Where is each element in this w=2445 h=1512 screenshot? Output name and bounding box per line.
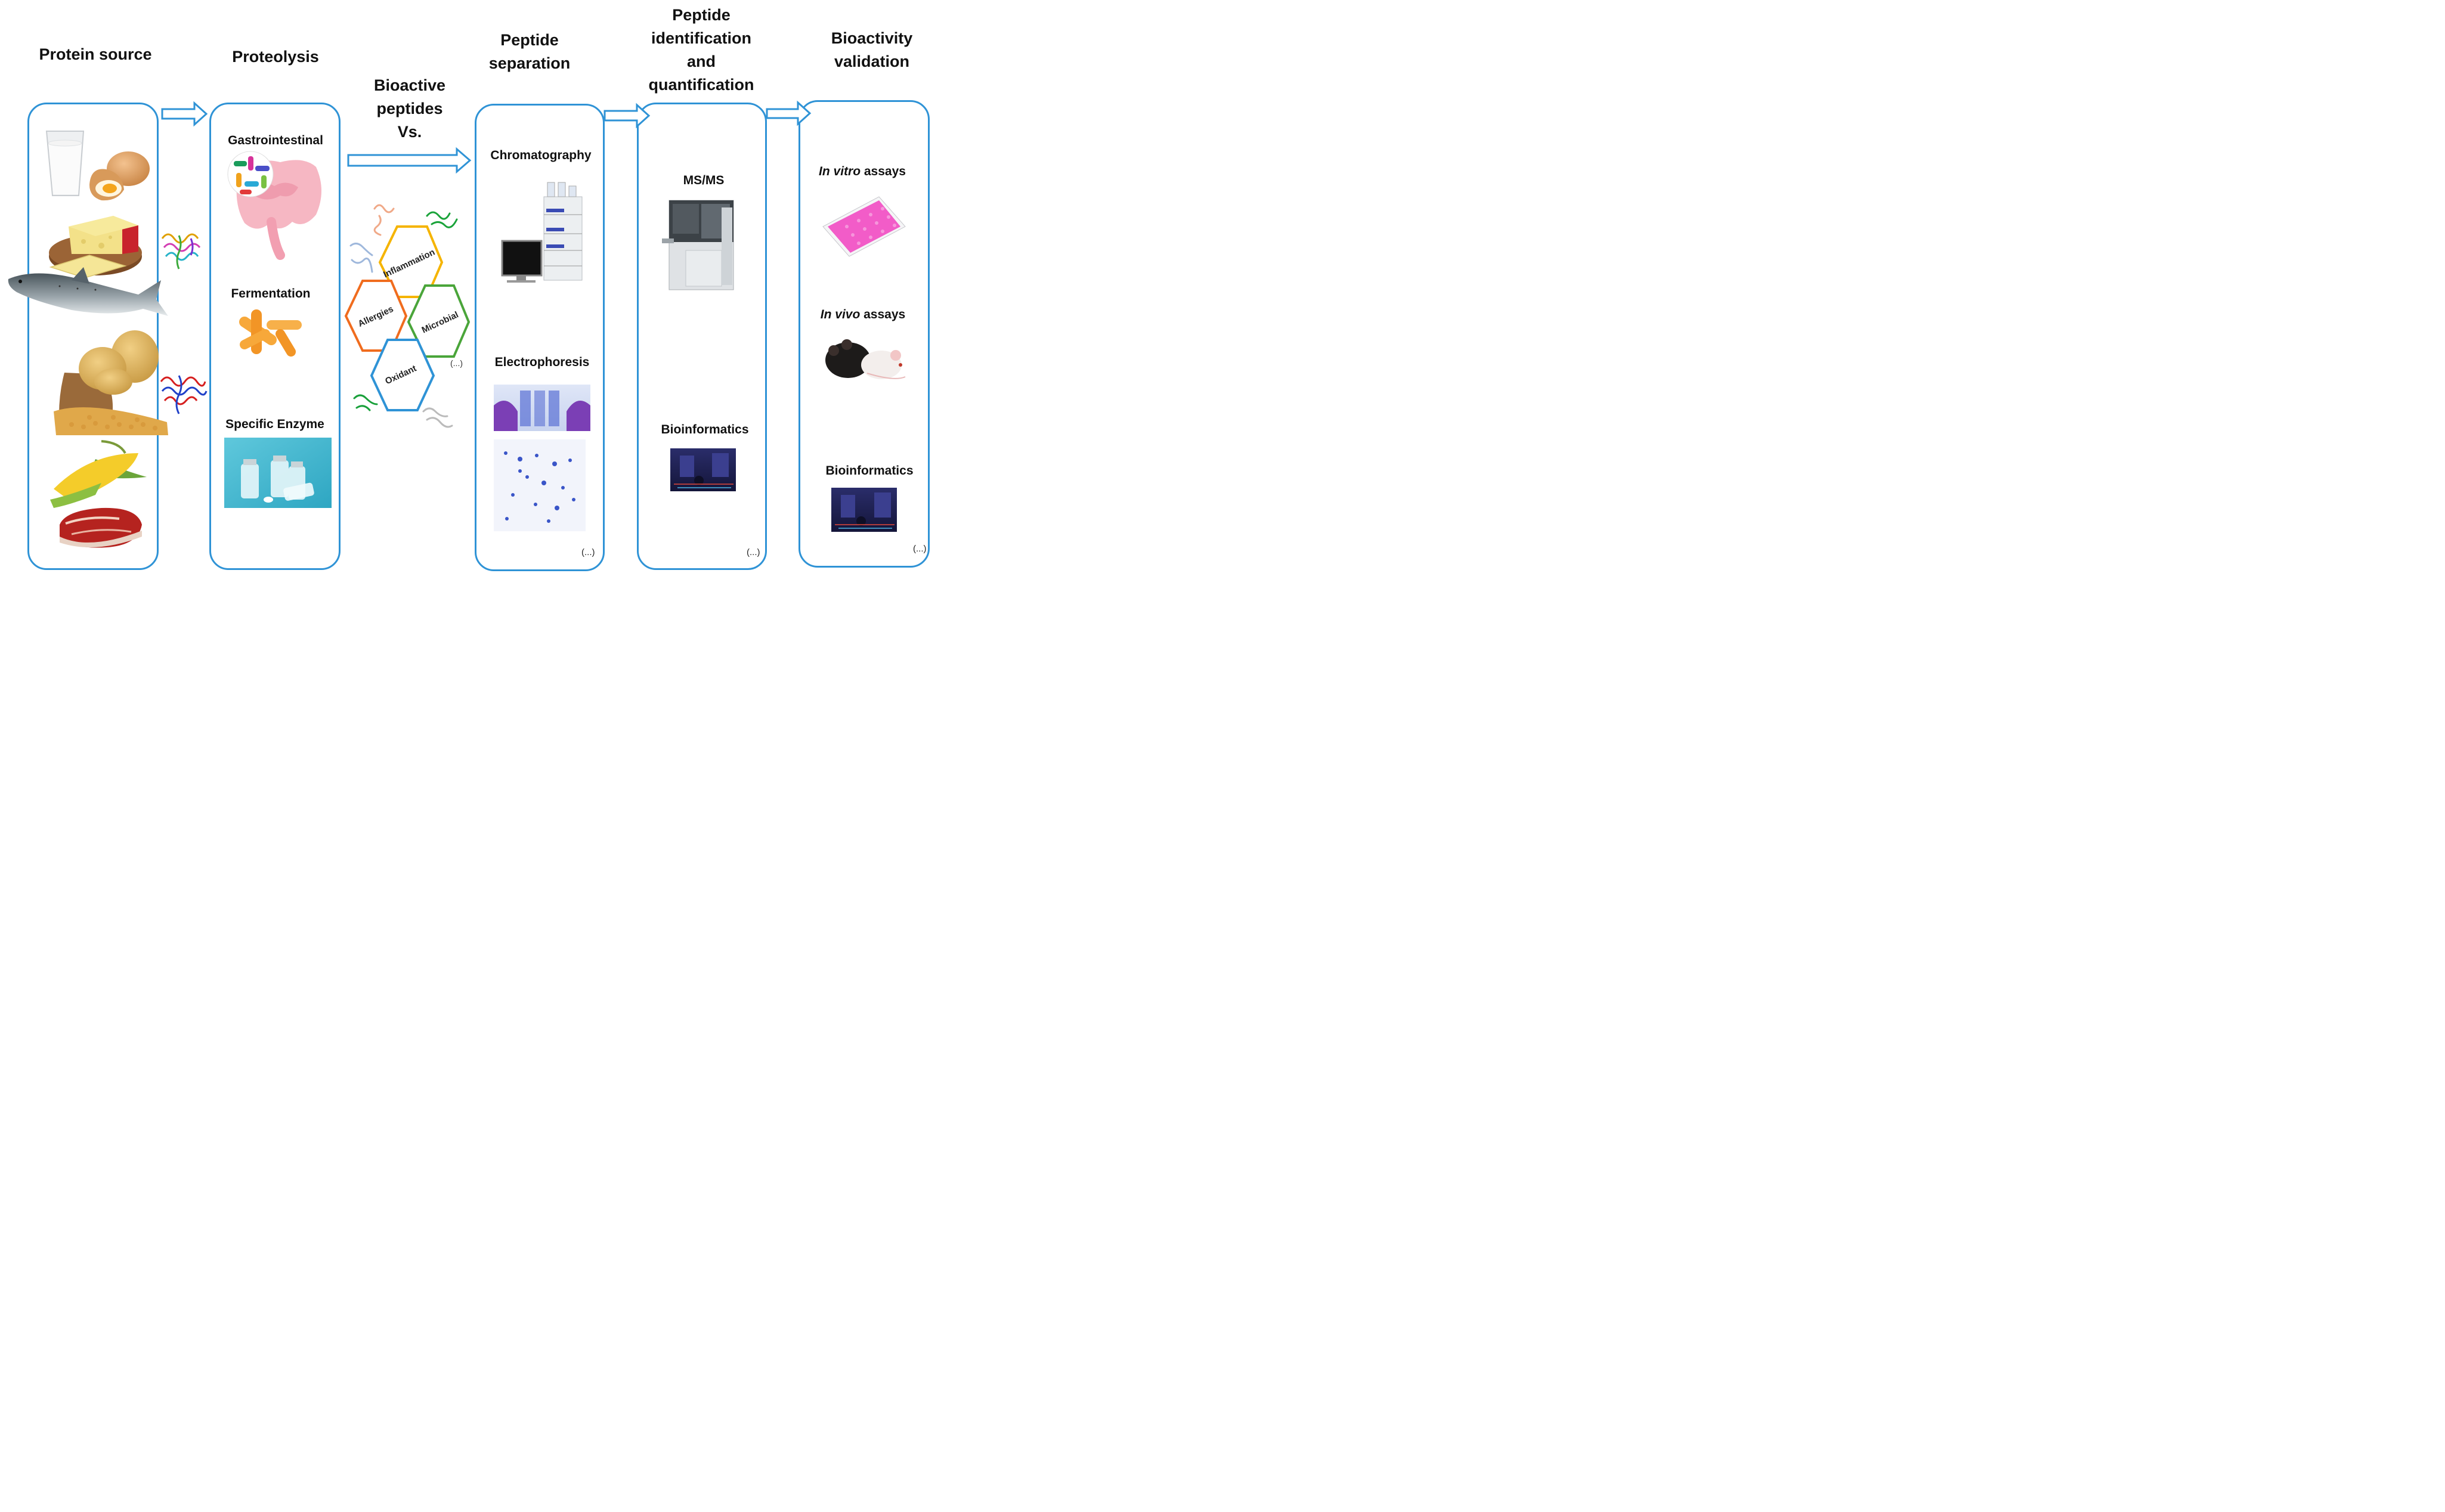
ellipsis-separation: (...) [581,547,595,557]
label-specific-enzyme: Specific Enzyme [225,417,324,431]
diagram-graphics: Inflammation Allergies Microbial Oxidant… [8,100,906,548]
bioinformatics-icon [831,488,897,532]
label-msms: MS/MS [683,173,725,187]
label-gastrointestinal: Gastrointestinal [228,134,323,147]
hexagon-inflammation: Inflammation [378,225,444,298]
hexagon-allergies: Allergies [344,280,408,352]
panel-peptide-identification [637,103,767,570]
vials-icon [224,438,332,508]
hexagon-oxidant: Oxidant [370,339,435,411]
protein-structure-icon [160,375,208,414]
bacteria-icon [227,151,274,197]
workflow-diagram: Protein source Proteolysis Bioactive pep… [0,0,935,578]
cheese-icon [49,216,142,278]
label-chromatography: Chromatography [490,148,592,162]
gel-icon [494,385,590,431]
label-in-vivo-assays: In vivo assays [820,308,906,321]
label-fermentation: Fermentation [231,287,311,300]
mass-spectrometer-icon [662,200,734,290]
hexagon-microbial: Microbial [407,284,471,358]
label-in-vitro-assays: In vitro assays [819,165,906,178]
milk-glass-icon [45,131,85,196]
heading-bioactivity-validation: Bioactivity validation [831,29,913,70]
well-plate-icon [822,196,906,257]
label-electrophoresis: Electrophoresis [494,355,590,369]
steak-icon [60,507,142,548]
egg-icon [89,151,150,201]
heading-bioactive-peptides: Bioactive peptides Vs. [373,76,446,141]
heading-peptide-identification: Peptide identification and quantificatio… [648,6,754,94]
label-bioinformatics-id: Bioinformatics [661,423,749,436]
fermentation-bacteria-icon [239,309,302,357]
arrow-source-to-proteolysis [161,101,208,127]
protein-structure-icon [161,233,201,269]
peptide-ribbon-icon [349,204,458,428]
ellipsis-identification: (...) [747,547,760,557]
2d-gel-icon [494,439,586,531]
ellipsis-validation: (...) [913,544,927,554]
ellipsis-bioactive: (...) [450,358,463,368]
heading-peptide-separation: Peptide separation [488,31,571,72]
arrow-proteolysis-to-separation [347,147,472,174]
potato-icon [79,330,159,395]
arrow-identification-to-validation [766,100,812,126]
corn-icon [50,440,147,508]
salmon-icon [8,267,169,316]
heading-proteolysis: Proteolysis [232,48,319,66]
bioinformatics-icon [670,448,736,491]
hplc-icon [501,182,583,283]
arrow-separation-to-identification [603,103,651,129]
label-bioinformatics-validation: Bioinformatics [825,464,914,478]
mice-icon [825,339,906,379]
heading-protein-source: Protein source [39,45,152,63]
